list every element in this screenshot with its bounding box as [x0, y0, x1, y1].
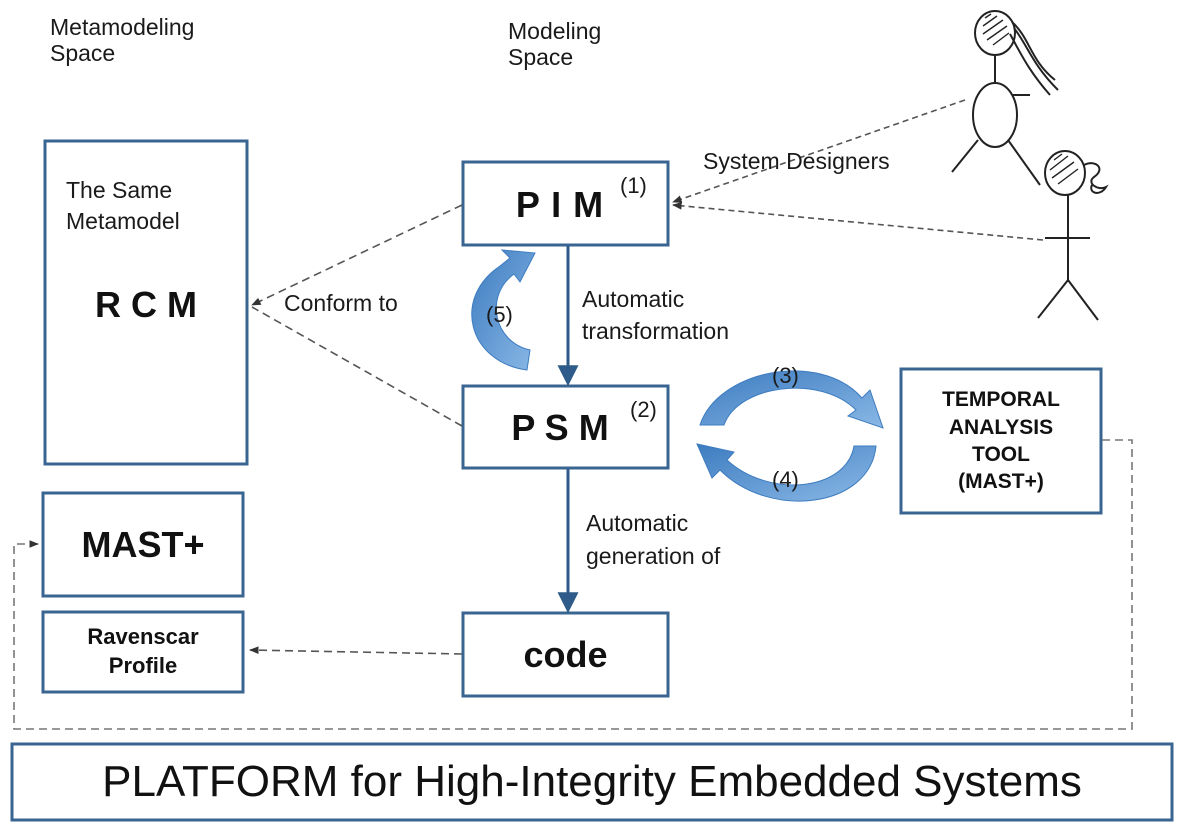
ravenscar-title: Ravenscar Profile	[87, 624, 199, 678]
rcm-title: R C M	[95, 284, 197, 325]
auto-generation-label: Automatic generation of	[586, 510, 721, 570]
step-4-label: (4)	[772, 467, 799, 492]
tool-box	[899, 367, 1103, 515]
step-5-label: (5)	[486, 302, 513, 327]
psm-title: P S M	[511, 407, 609, 448]
mast-title: MAST+	[81, 524, 205, 565]
step-3-label: (3)	[772, 363, 799, 388]
designer2-line	[672, 201, 1044, 241]
system-designer-figure-1	[951, 10, 1059, 186]
cycle-arrow-3	[699, 370, 884, 429]
psm-conform-line	[251, 306, 463, 427]
code-to-ravenscar-line	[249, 646, 463, 655]
system-designer-figure-2	[1037, 150, 1109, 321]
rcm-caption: The Same Metamodel	[66, 177, 180, 235]
psm-marker: (2)	[630, 397, 657, 422]
ravenscar-box	[41, 610, 245, 694]
platform-box	[10, 742, 1174, 822]
tool-title: TEMPORAL ANALYSIS TOOL (MAST+)	[942, 388, 1060, 494]
system-designers-label: System Designers	[703, 148, 890, 174]
rcm-box	[43, 139, 249, 466]
pim-box	[461, 160, 670, 247]
cycle-arrow-4	[696, 443, 877, 502]
conform-to-label: Conform to	[284, 290, 398, 316]
modeling-space-label: Modeling Space	[508, 18, 602, 71]
auto-transformation-label: Automatic transformation	[582, 286, 730, 345]
metamodeling-space-label: Metamodeling Space	[50, 14, 195, 67]
platform-title: PLATFORM for High-Integrity Embedded Sys…	[102, 757, 1082, 806]
mast-box	[41, 491, 245, 598]
designer1-line	[672, 99, 966, 203]
tool-to-mast-loop	[13, 439, 1133, 730]
code-title: code	[523, 634, 608, 675]
cycle-arrow-5	[471, 249, 536, 371]
pim-marker: (1)	[620, 173, 647, 198]
pim-title: P I M	[515, 184, 605, 225]
